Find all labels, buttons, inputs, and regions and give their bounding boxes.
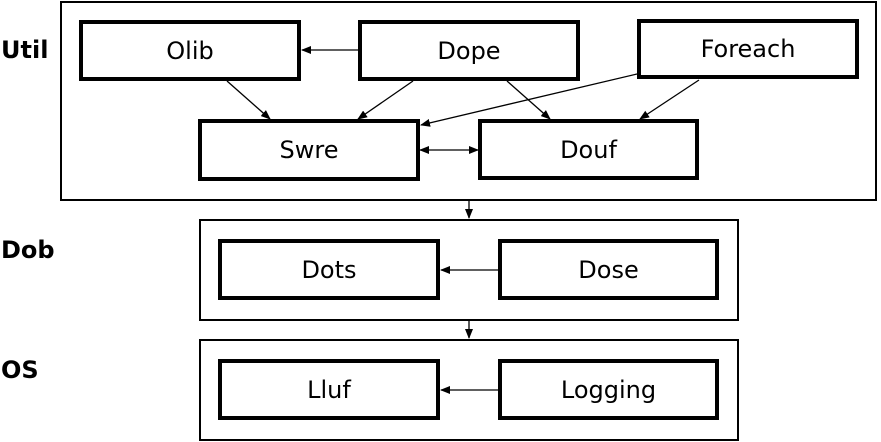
node-swre: Swre [198,119,420,181]
edge-olib-to-swre [226,80,271,120]
node-logging: Logging [498,359,719,420]
node-foreach: Foreach [637,19,859,79]
layer-label-os: OS [1,356,39,384]
node-olib: Olib [79,20,301,81]
layer-label-util: Util [1,36,49,64]
node-dose: Dose [498,239,719,300]
node-lluf: Lluf [218,359,440,420]
edge-dope-to-swre [357,80,414,120]
edge-foreach-to-swre [420,73,638,127]
edge-foreach-to-douf [639,79,700,120]
node-douf: Douf [478,119,699,180]
node-dope: Dope [358,20,580,81]
node-dots: Dots [218,239,440,300]
layer-label-dob: Dob [1,236,55,264]
